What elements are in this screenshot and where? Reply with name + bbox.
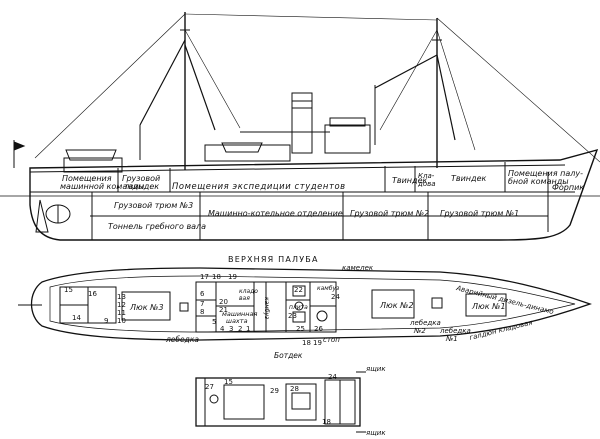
- label-lamp-store: галдюн кладовая: [469, 319, 534, 342]
- label-pantry-2: дова: [417, 180, 436, 188]
- label-cargo-tweendeck-1: Грузовой: [122, 174, 160, 183]
- label-forepeak: Форпик: [552, 183, 584, 192]
- room-number: 8: [200, 308, 204, 316]
- label-engine-room: Машинно-котельное отделение: [208, 209, 343, 218]
- room-number: 11: [117, 309, 126, 317]
- label-kamelek: камелек: [342, 264, 374, 272]
- room-number: 25: [296, 325, 305, 333]
- lifeboat-aft: [65, 149, 117, 161]
- label-boat-deck: Ботдек: [274, 351, 303, 360]
- bridge-house: [324, 124, 371, 154]
- room-number: 2: [238, 325, 242, 333]
- room-number: 10: [117, 317, 126, 325]
- room-number: 6: [200, 290, 205, 298]
- hatch-1: [465, 293, 507, 317]
- label-cargo-tweendeck-2: твиндек: [124, 182, 159, 191]
- label-machine-shaft-2: шахта: [226, 317, 248, 325]
- label-winch-left: лебедка: [165, 335, 199, 344]
- label-deck-crew-1: Помещения палу-: [508, 169, 583, 178]
- label-box-top: ящик: [366, 365, 386, 373]
- label-hatch-3: Люк №3: [129, 303, 164, 312]
- room-number: 26: [314, 325, 323, 333]
- room-number: 12: [117, 301, 126, 309]
- label-engine-crew-1: Помещения: [62, 174, 112, 183]
- boat-deck-outline: [195, 377, 361, 427]
- upper-deck-plan: [18, 267, 592, 341]
- room-number: 18: [212, 273, 221, 281]
- deck-outline: [30, 267, 592, 341]
- label-winch-2-a: лебедка: [409, 319, 441, 327]
- label-winch-1-a: лебедка: [439, 327, 471, 335]
- room-number: 24: [328, 373, 337, 381]
- label-stop: стоп: [323, 336, 340, 344]
- profile-labels: Помещения машинной команды Грузовой твин…: [60, 169, 584, 231]
- room-number: 15: [224, 378, 233, 386]
- room-number: 13: [117, 293, 126, 301]
- room-number: 23: [288, 312, 297, 320]
- room-number: 28: [290, 385, 299, 393]
- room-number: 16: [88, 290, 97, 298]
- room-number: 21: [219, 306, 228, 314]
- room-number: 18: [322, 418, 331, 426]
- label-winch-2-b: №2: [413, 327, 426, 335]
- room-number: 19: [313, 339, 322, 347]
- room-number: 5: [212, 318, 216, 326]
- label-hold-3: Грузовой трюм №3: [114, 201, 193, 210]
- label-box-bottom: ящик: [366, 429, 386, 437]
- label-winch-1-b: №1: [445, 335, 458, 343]
- lifeboat-mid: [221, 142, 263, 153]
- label-galley: камбуз: [317, 285, 339, 292]
- room-number: 3: [229, 325, 233, 333]
- hatch-3: [121, 291, 171, 321]
- label-engine-crew-2: машинной команды: [60, 182, 144, 191]
- label-tweendeck-2: Твиндек: [451, 174, 486, 183]
- room-number: 7: [200, 300, 204, 308]
- upper-deck-numbers: 15 16 13 12 11 10 9 14 17 18 19 20 21 6 …: [64, 273, 340, 347]
- room-number: 27: [205, 383, 214, 391]
- label-caboose: камбуз: [263, 297, 270, 319]
- label-shaft-tunnel: Тоннель гребного вала: [108, 222, 206, 231]
- label-hatch-1: Люк №1: [471, 302, 506, 311]
- room-number: 24: [331, 293, 340, 301]
- label-tweendeck-1: Твиндек: [392, 176, 427, 185]
- upper-deck-title: ВЕРХНЯЯ ПАЛУБА: [228, 255, 319, 264]
- room-number: 20: [219, 298, 228, 306]
- label-expedition: Помещения экспедиции студентов: [172, 181, 346, 191]
- label-hold-2: Грузовой трюм №2: [350, 209, 429, 218]
- room-number: 22: [294, 286, 303, 294]
- room-number: 17: [200, 273, 209, 281]
- label-hold-1: Грузовой трюм №1: [440, 209, 519, 218]
- label-deck-crew-2: бной команды: [508, 177, 569, 186]
- room-number: 15: [64, 286, 73, 294]
- label-pantry-1: Кла-: [418, 172, 435, 180]
- room-number: 14: [72, 314, 81, 322]
- ship-profile: [0, 12, 600, 241]
- boat-deck-plan: [195, 371, 366, 433]
- label-stove: плита: [289, 304, 308, 311]
- room-number: 9: [104, 317, 108, 325]
- funnel: [291, 92, 313, 154]
- boat-deck-labels: 27 15 29 28 24 18 ящик ящик: [205, 365, 386, 437]
- hatch-2: [371, 289, 415, 319]
- room-number: 19: [228, 273, 237, 281]
- label-hatch-2: Люк №2: [379, 301, 414, 310]
- label-storage-2: вая: [239, 295, 250, 302]
- hull-outline: [29, 148, 599, 241]
- label-machine-shaft-1: машинная: [222, 310, 258, 318]
- room-number: 4: [220, 325, 225, 333]
- room-number: 29: [270, 387, 279, 395]
- room-number: 1: [246, 325, 250, 333]
- room-number: 18: [302, 339, 311, 347]
- label-storage-1: кладо: [239, 288, 258, 295]
